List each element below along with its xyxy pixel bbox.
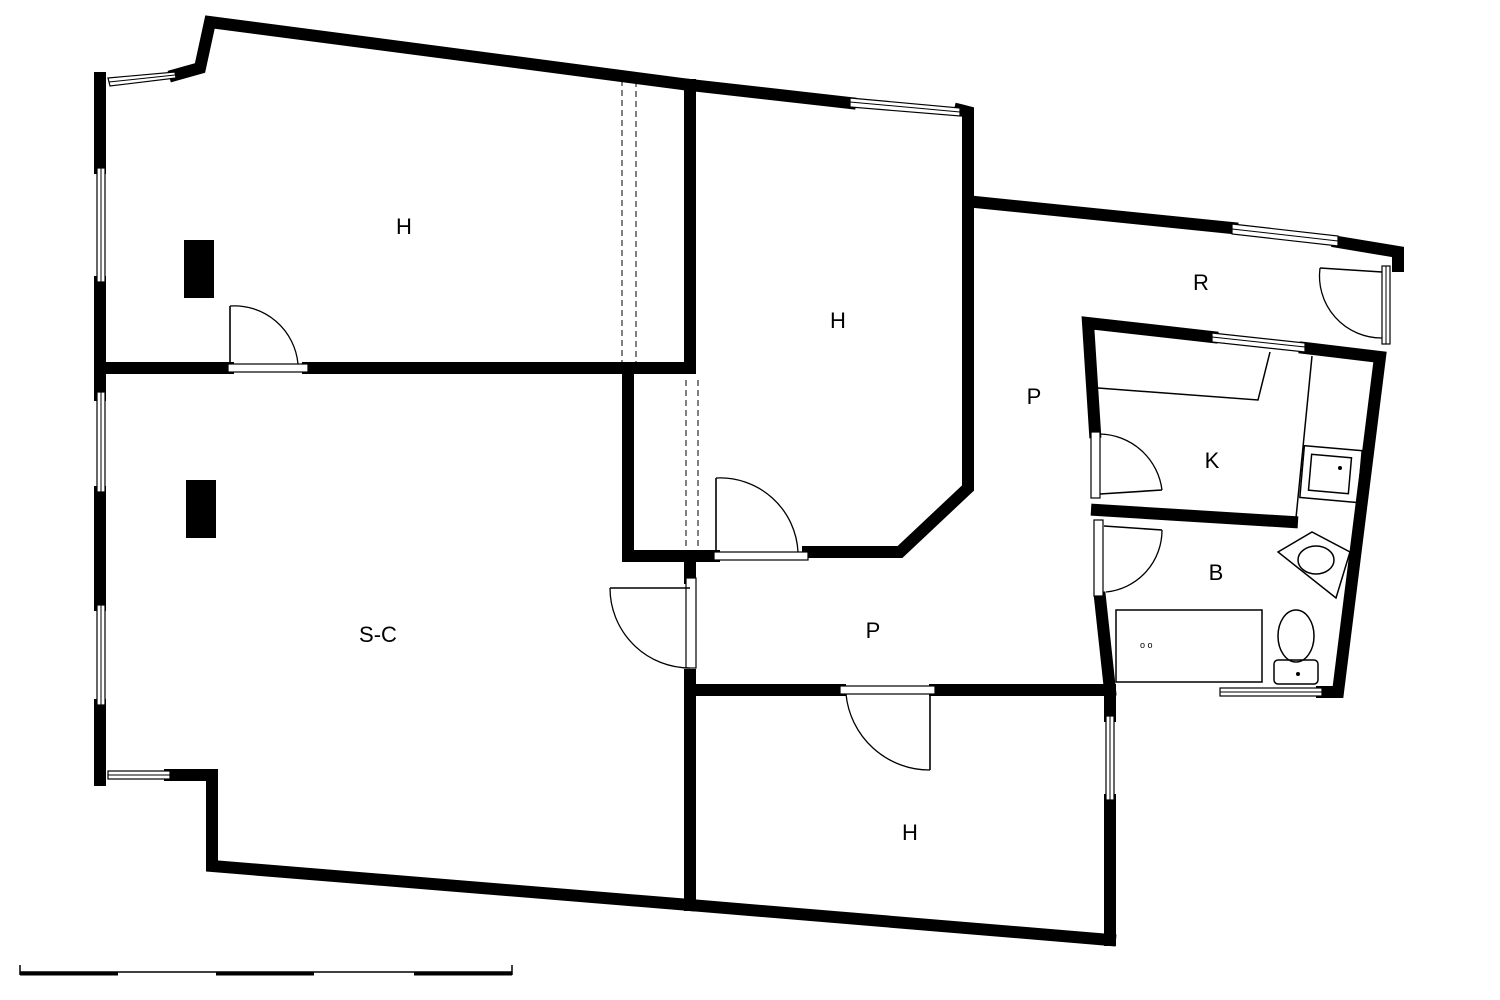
toilet <box>1273 609 1319 685</box>
kitchen-counter <box>1097 351 1271 401</box>
door-bathroom <box>1093 519 1163 597</box>
bathroom-basin <box>1276 531 1351 600</box>
window-top-middle <box>849 97 961 117</box>
fireplace-living <box>186 480 216 538</box>
door-kitchen <box>1090 431 1163 499</box>
scale-bar <box>19 965 513 976</box>
window-kitchen-top <box>1211 332 1306 353</box>
room-label-passage-bottom: P <box>866 618 881 643</box>
door-living <box>609 577 697 669</box>
door-storage <box>1318 267 1383 339</box>
window-storage-top <box>1231 223 1339 247</box>
fixtures: o o <box>184 240 1363 685</box>
door-bedroom-top-left <box>227 305 309 373</box>
window-bottom-bedroom-right <box>1105 715 1115 801</box>
window-top-left-corner <box>107 71 177 87</box>
kitchen-counter-right <box>1295 355 1313 519</box>
window-left-middle <box>96 391 106 493</box>
dashed-openings <box>621 80 699 548</box>
window-storage-right <box>1381 265 1391 345</box>
room-label-passage-right: P <box>1027 384 1042 409</box>
svg-text:o o: o o <box>1140 640 1153 650</box>
doors <box>227 267 1383 771</box>
door-bedroom-bottom <box>839 685 936 771</box>
door-bedroom-top-middle <box>713 477 809 561</box>
bathtub: o o <box>1115 609 1263 683</box>
room-labels: H H S-C P P R K B H <box>359 214 1223 845</box>
room-label-bedroom-top-middle: H <box>830 308 846 333</box>
fireplace-top <box>184 240 214 298</box>
window-left-upper <box>96 167 106 283</box>
room-label-kitchen: K <box>1205 448 1220 473</box>
room-label-living-kitchen: S-C <box>359 622 397 647</box>
room-label-bathroom: B <box>1209 560 1224 585</box>
windows <box>96 71 1391 801</box>
walls <box>94 15 1404 947</box>
window-bottom-left <box>107 770 171 780</box>
window-left-lower <box>96 604 106 706</box>
room-label-bedroom-bottom: H <box>902 820 918 845</box>
room-label-bedroom-top-left: H <box>396 214 412 239</box>
window-bathroom-bottom <box>1219 687 1323 697</box>
room-label-storage: R <box>1193 270 1209 295</box>
kitchen-sink <box>1299 444 1363 504</box>
